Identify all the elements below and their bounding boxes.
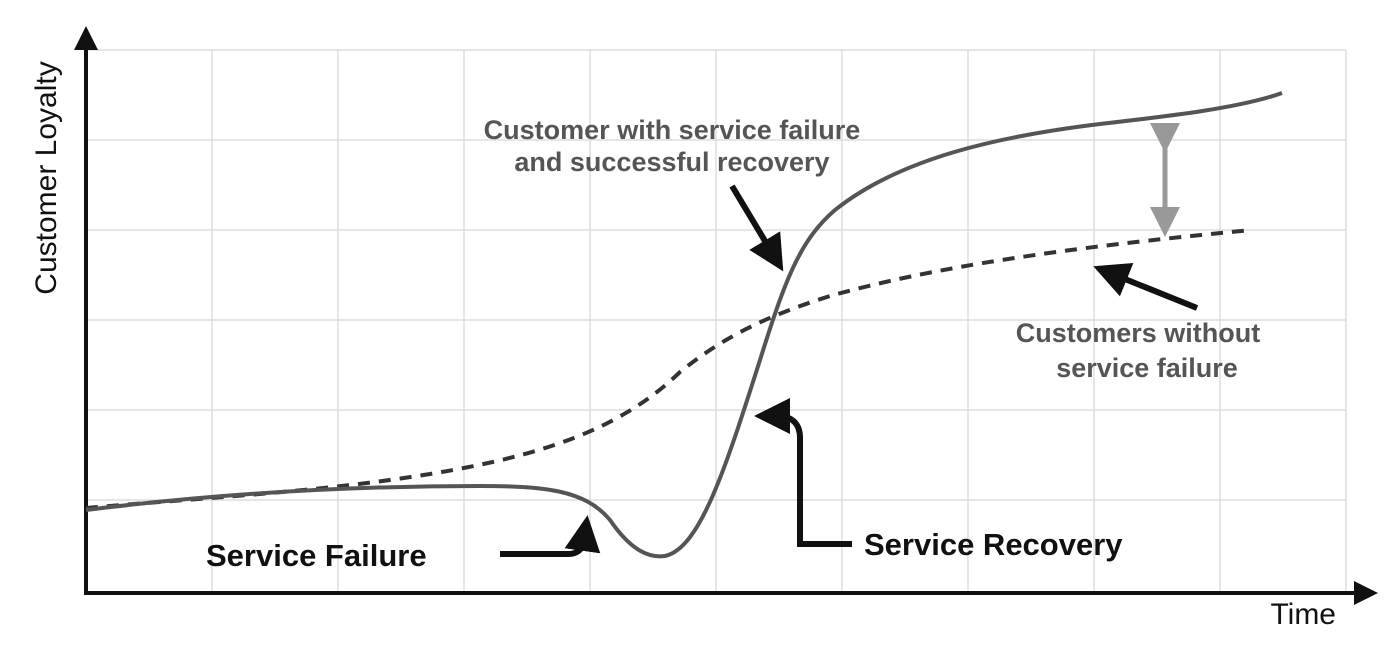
y-axis-label: Customer Loyalty <box>30 61 63 294</box>
annotation-service-recovery: Service Recovery <box>864 527 1123 562</box>
annotation-with-recovery: Customer with service failure and succes… <box>484 115 861 177</box>
annotation-without-failure: Customers without service failure <box>1016 318 1261 383</box>
annotation-without-failure-line2: service failure <box>1056 353 1238 383</box>
grid <box>86 49 1347 592</box>
pointer-arrow-with-recovery <box>729 184 784 272</box>
annotation-service-failure: Service Failure <box>206 538 427 573</box>
annotation-with-recovery-line1: Customer with service failure <box>484 115 861 145</box>
line-without-failure <box>85 228 1253 510</box>
pointer-arrow-without-failure <box>1093 263 1199 311</box>
x-axis-label: Time <box>1270 598 1336 631</box>
pointer-arrow-service-failure <box>500 515 601 557</box>
annotation-with-recovery-line2: and successful recovery <box>514 147 829 177</box>
axes <box>74 26 1378 605</box>
annotation-without-failure-line1: Customers without <box>1016 318 1261 348</box>
line-with-recovery <box>85 91 1283 559</box>
pointer-arrow-service-recovery <box>754 398 852 547</box>
